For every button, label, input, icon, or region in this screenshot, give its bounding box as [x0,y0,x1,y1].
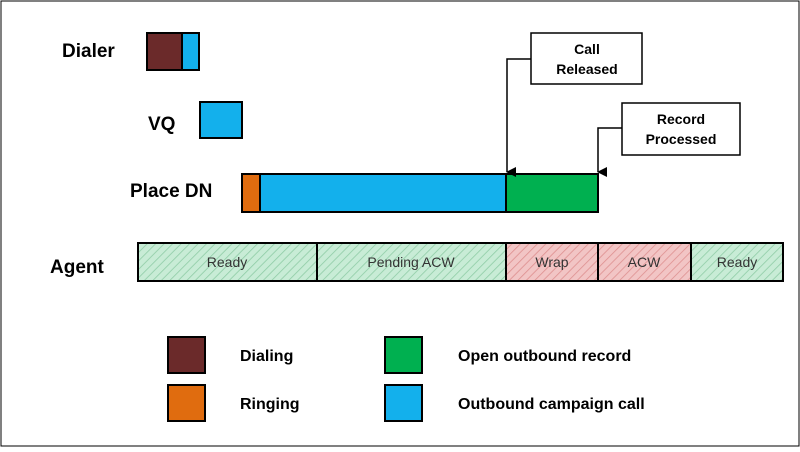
place-dn-ringing-block [241,173,261,213]
callout-call-released-line1: Call [574,41,600,57]
agent-state-label-acw: ACW [628,254,661,270]
legend-label-dialing: Dialing [240,348,293,365]
vq-campaign-call-block [199,101,243,139]
agent-state-wrap [505,242,599,282]
place-dn-campaign-call-block [259,173,507,213]
callout-record-processed: Record Processed [597,102,741,177]
row-label-agent: Agent [50,257,105,278]
callout-call-released-line2: Released [556,61,617,77]
legend-label-ringing: Ringing [240,396,300,413]
agent-state-label-pending-acw: Pending ACW [367,254,455,270]
legend-swatch-ringing [167,384,206,422]
legend-swatch-open-outbound-record [384,336,423,374]
row-label-dialer: Dialer [62,41,115,62]
callout-record-processed-box [621,102,741,156]
legend-swatch-outbound-campaign-call [384,384,423,422]
agent-state-label-ready-2: Ready [717,254,757,270]
agent-state-ready-1 [137,242,318,282]
place-dn-open-record-block [505,173,599,213]
callout-record-processed-arrow [597,127,622,177]
row-label-place-dn: Place DN [130,181,212,202]
callout-call-released: Call Released [506,32,643,177]
row-label-vq: VQ [148,114,175,135]
agent-state-pending-acw [316,242,507,282]
agent-state-ready-2 [690,242,784,282]
legend-label-open-outbound-record: Open outbound record [458,348,631,365]
agent-state-label-wrap: Wrap [535,254,568,270]
callout-call-released-arrow [506,58,531,177]
agent-state-label-ready-1: Ready [207,254,247,270]
legend-label-outbound-campaign-call: Outbound campaign call [458,396,645,413]
dialer-campaign-call-block [181,32,200,71]
agent-timeline: Ready Pending ACW Wrap ACW Ready [137,242,784,282]
legend: Dialing Ringing Open outbound record Out… [167,336,645,422]
legend-swatch-dialing [167,336,206,374]
callout-record-processed-line1: Record [657,111,705,127]
callout-record-processed-line2: Processed [646,131,717,147]
dialer-dialing-block [146,32,183,71]
